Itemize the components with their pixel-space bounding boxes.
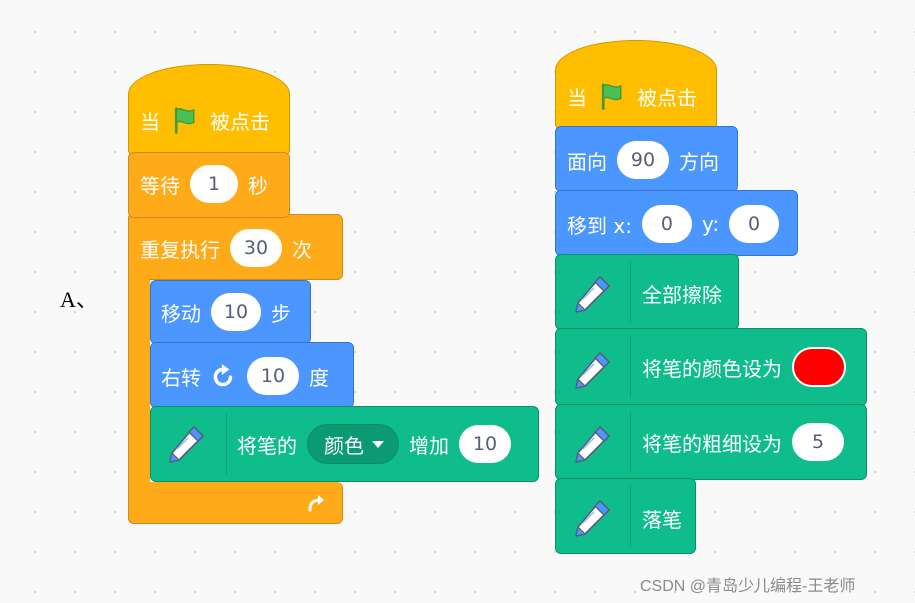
green-flag-icon — [170, 105, 200, 135]
loop-arrow-icon — [304, 492, 328, 516]
clicked-label: 被点击 — [210, 109, 270, 134]
pen-icon — [572, 350, 612, 390]
pen-down-block[interactable] — [555, 478, 696, 554]
move-label: 移动 — [161, 301, 201, 326]
change-pen-row: 将笔的 颜色 增加 10 — [237, 422, 511, 466]
pen-down-label: 落笔 — [642, 507, 682, 532]
clicked-label: 被点击 — [637, 85, 697, 110]
repeat-row: 重复执行 30 次 — [140, 226, 312, 270]
set-color-row: 将笔的颜色设为 — [642, 345, 846, 389]
wait-row: 等待 1 秒 — [140, 162, 268, 206]
set-color-label: 将笔的颜色设为 — [642, 356, 782, 381]
when-flag-row: 当 被点击 — [140, 98, 270, 142]
goto-x-label: 移到 x: — [567, 213, 632, 238]
turn-unit: 度 — [309, 365, 329, 390]
when-label: 当 — [567, 85, 587, 110]
erase-row: 全部擦除 — [642, 271, 722, 315]
when-label: 当 — [140, 109, 160, 134]
turn-label: 右转 — [161, 365, 201, 390]
when-flag-row: 当 被点击 — [567, 74, 697, 118]
wait-unit: 秒 — [248, 173, 268, 198]
green-flag-icon — [597, 81, 627, 111]
change-pen-amount-input[interactable]: 10 — [459, 425, 511, 463]
goto-y-label: y: — [701, 212, 720, 236]
y-input[interactable]: 0 — [729, 205, 780, 243]
set-size-label: 将笔的粗细设为 — [642, 431, 782, 456]
pen-icon — [166, 424, 206, 464]
repeat-label: 重复执行 — [140, 237, 220, 262]
pen-param-value: 颜色 — [324, 433, 364, 458]
pen-icon — [572, 498, 612, 538]
watermark: CSDN @青岛少儿编程-王老师 — [640, 578, 856, 595]
point-label: 面向 — [567, 149, 607, 174]
erase-all-label: 全部擦除 — [642, 282, 722, 307]
pen-down-row: 落笔 — [642, 496, 682, 540]
point-row: 面向 90 方向 — [567, 138, 719, 182]
pen-size-input[interactable]: 5 — [792, 423, 844, 461]
turn-degrees-input[interactable]: 10 — [247, 357, 299, 395]
wait-label: 等待 — [140, 173, 180, 198]
repeat-unit: 次 — [292, 237, 312, 262]
move-unit: 步 — [271, 301, 291, 326]
color-swatch-input[interactable] — [792, 347, 846, 387]
x-input[interactable]: 0 — [641, 205, 692, 243]
change-pen-label: 将笔的 — [237, 433, 297, 458]
change-pen-action: 增加 — [409, 433, 449, 458]
repeat-block-bottom[interactable] — [128, 482, 343, 524]
point-unit: 方向 — [679, 149, 719, 174]
turn-right-icon — [213, 364, 233, 387]
when-flag-clicked-block[interactable] — [128, 64, 290, 156]
option-label-a: A、 — [60, 287, 98, 312]
move-row: 移动 10 步 — [161, 290, 291, 334]
pen-icon — [572, 274, 612, 314]
set-size-row: 将笔的粗细设为 5 — [642, 420, 844, 464]
wait-seconds-input[interactable]: 1 — [190, 165, 238, 203]
goto-row: 移到 x: 0 y: 0 — [567, 202, 780, 246]
repeat-count-input[interactable]: 30 — [230, 229, 282, 267]
direction-input[interactable]: 90 — [617, 141, 669, 179]
pen-param-dropdown[interactable]: 颜色 — [307, 424, 399, 464]
move-steps-input[interactable]: 10 — [211, 293, 261, 331]
chevron-down-icon — [372, 440, 384, 448]
pen-icon — [572, 424, 612, 464]
turn-row: 右转 10 度 — [161, 354, 329, 398]
